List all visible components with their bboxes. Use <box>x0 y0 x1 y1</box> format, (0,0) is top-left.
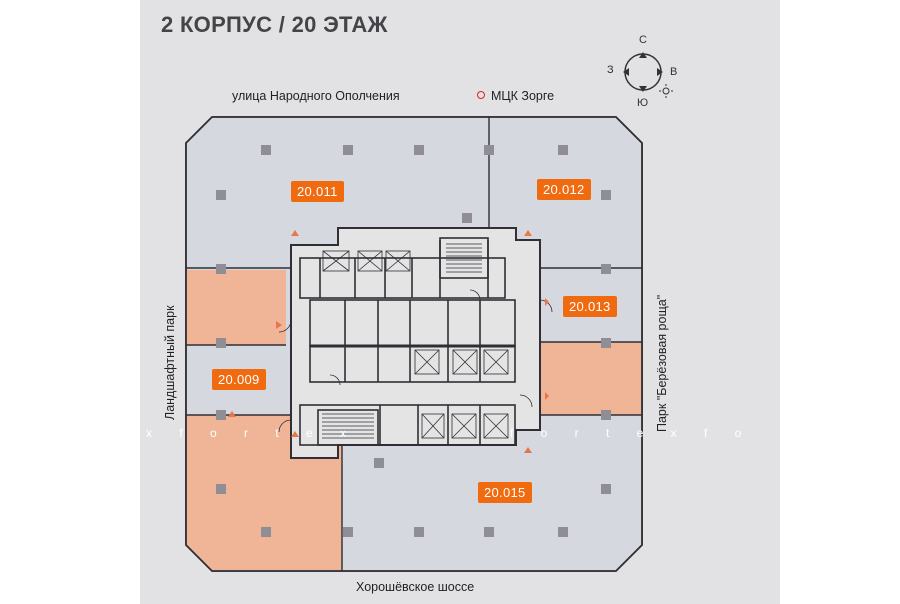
elevator-shafts <box>322 250 509 439</box>
compass-south: Ю <box>637 97 649 109</box>
street-label-left: Ландшафтный парк <box>163 305 177 420</box>
compass-north: С <box>639 34 647 46</box>
partition-walls <box>186 117 642 571</box>
station-dot-icon <box>477 91 485 99</box>
unit-tag-20-011[interactable]: 20.011 <box>291 181 344 202</box>
unit-tag-20-015[interactable]: 20.015 <box>478 482 532 503</box>
watermark-left: x f o r t e x <box>146 426 359 440</box>
street-label-top: улица Народного Ополчения <box>232 89 400 103</box>
unit-tag-20-013[interactable]: 20.013 <box>563 296 617 317</box>
unit-left-orange-area[interactable] <box>186 270 286 345</box>
metro-station-label: МЦК Зорге <box>477 89 554 103</box>
core-area <box>290 227 541 459</box>
watermark-right: f o r t e x f o <box>510 426 754 440</box>
compass-west: З <box>607 64 614 76</box>
station-name: МЦК Зорге <box>491 89 555 103</box>
structural-columns <box>216 145 611 537</box>
compass-east: В <box>670 66 678 78</box>
staircase-bottom <box>322 413 374 439</box>
staircase-top <box>446 243 482 273</box>
street-label-bottom: Хорошёвское шоссе <box>356 580 475 594</box>
page-title: 2 КОРПУС / 20 ЭТАЖ <box>161 12 388 37</box>
entrance-markers <box>228 230 549 453</box>
compass <box>623 52 663 92</box>
sun-icon <box>659 84 673 98</box>
unit-right-orange-area[interactable] <box>540 342 642 415</box>
street-label-right: Парк "Берёзовая роща" <box>655 294 669 432</box>
core-rooms <box>299 237 516 446</box>
door-arcs <box>278 289 553 433</box>
unit-tag-20-012[interactable]: 20.012 <box>537 179 591 200</box>
unit-tag-20-009[interactable]: 20.009 <box>212 369 266 390</box>
